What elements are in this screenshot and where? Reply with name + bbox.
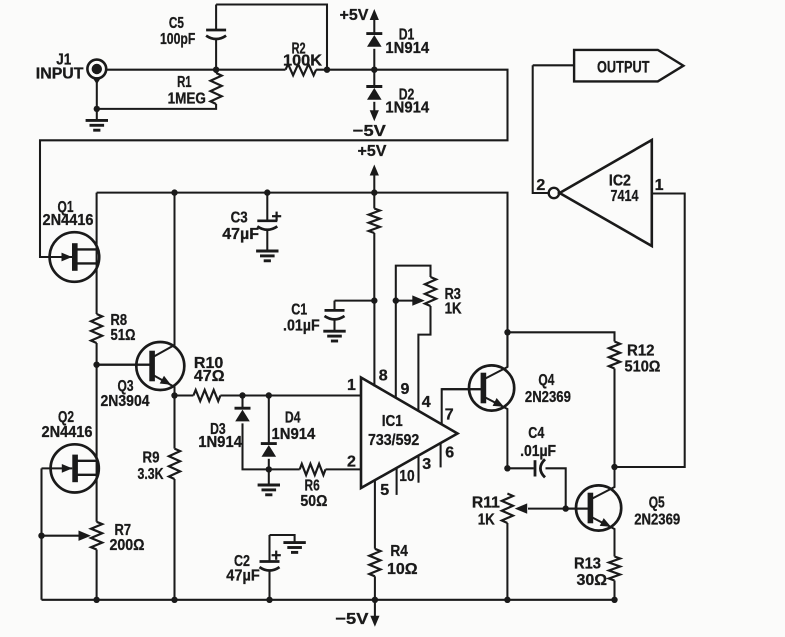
svg-text:47µF: 47µF — [222, 226, 259, 243]
svg-text:1: 1 — [655, 177, 664, 194]
svg-text:+5V: +5V — [340, 7, 369, 24]
svg-text:IC1: IC1 — [382, 413, 403, 430]
svg-text:Q4: Q4 — [538, 372, 554, 389]
svg-text:2N2369: 2N2369 — [525, 389, 571, 406]
svg-text:5: 5 — [380, 482, 389, 499]
svg-text:100K: 100K — [283, 53, 322, 70]
svg-text:R4: R4 — [390, 543, 408, 560]
svg-text:R12: R12 — [627, 343, 655, 360]
svg-text:8: 8 — [379, 367, 388, 384]
svg-text:200Ω: 200Ω — [110, 537, 145, 554]
svg-text:4: 4 — [422, 394, 431, 411]
svg-text:D3: D3 — [210, 421, 226, 438]
svg-text:+5V: +5V — [358, 143, 387, 160]
svg-text:30Ω: 30Ω — [577, 572, 608, 589]
svg-text:R10: R10 — [194, 355, 223, 372]
svg-text:51Ω: 51Ω — [111, 327, 136, 344]
svg-text:2N4416: 2N4416 — [43, 212, 94, 229]
svg-text:R13: R13 — [574, 556, 601, 573]
svg-text:2N3904: 2N3904 — [101, 393, 150, 410]
svg-text:−5V: −5V — [353, 123, 386, 140]
svg-text:733/592: 733/592 — [368, 432, 419, 449]
svg-text:R1: R1 — [177, 74, 192, 91]
svg-text:7: 7 — [445, 406, 454, 423]
svg-text:1N914: 1N914 — [385, 100, 429, 117]
svg-text:1MEG: 1MEG — [168, 91, 206, 108]
svg-text:1N914: 1N914 — [385, 40, 429, 57]
svg-text:C4: C4 — [528, 425, 544, 442]
svg-text:R2: R2 — [292, 41, 306, 58]
svg-text:OUTPUT: OUTPUT — [597, 57, 650, 76]
svg-text:C5: C5 — [169, 15, 184, 32]
svg-text:C3: C3 — [231, 209, 248, 226]
svg-text:1: 1 — [347, 377, 356, 394]
svg-text:Q5: Q5 — [649, 495, 665, 512]
svg-text:1K: 1K — [478, 512, 495, 529]
svg-text:INPUT: INPUT — [36, 66, 84, 83]
svg-text:C2: C2 — [234, 553, 250, 570]
svg-text:R3: R3 — [445, 286, 461, 303]
svg-text:2: 2 — [347, 453, 356, 470]
svg-text:510Ω: 510Ω — [625, 359, 661, 376]
svg-text:1K: 1K — [445, 300, 462, 317]
svg-text:2N2369: 2N2369 — [634, 512, 680, 529]
svg-text:1N914: 1N914 — [198, 434, 242, 451]
svg-text:R7: R7 — [115, 522, 132, 539]
svg-text:.01µF: .01µF — [520, 443, 556, 460]
svg-text:Q3: Q3 — [118, 378, 134, 395]
svg-text:1N914: 1N914 — [272, 426, 316, 443]
svg-text:3: 3 — [422, 456, 431, 473]
svg-text:R9: R9 — [143, 450, 160, 467]
svg-text:R11: R11 — [472, 495, 500, 512]
svg-text:Q1: Q1 — [58, 199, 74, 216]
svg-text:47µF: 47µF — [226, 567, 260, 584]
svg-text:C1: C1 — [291, 301, 307, 318]
svg-text:IC2: IC2 — [609, 173, 631, 190]
svg-text:9: 9 — [401, 381, 410, 398]
svg-text:10Ω: 10Ω — [387, 561, 418, 578]
svg-text:R8: R8 — [111, 312, 128, 329]
svg-text:2N4416: 2N4416 — [42, 424, 93, 441]
svg-text:47Ω: 47Ω — [194, 368, 225, 385]
svg-text:6: 6 — [445, 445, 454, 462]
svg-text:2: 2 — [536, 177, 545, 194]
svg-text:D4: D4 — [285, 410, 301, 427]
svg-text:.01µF: .01µF — [283, 318, 320, 335]
svg-text:D1: D1 — [399, 27, 415, 44]
svg-text:−5V: −5V — [335, 611, 368, 628]
svg-text:Q2: Q2 — [58, 409, 74, 426]
svg-text:D2: D2 — [399, 86, 415, 103]
svg-text:10: 10 — [399, 468, 414, 485]
svg-text:7414: 7414 — [611, 188, 639, 205]
svg-text:50Ω: 50Ω — [300, 493, 327, 510]
svg-text:J1: J1 — [56, 52, 71, 69]
svg-text:3.3K: 3.3K — [138, 466, 164, 483]
svg-text:100pF: 100pF — [160, 31, 196, 48]
svg-text:R6: R6 — [305, 478, 320, 495]
